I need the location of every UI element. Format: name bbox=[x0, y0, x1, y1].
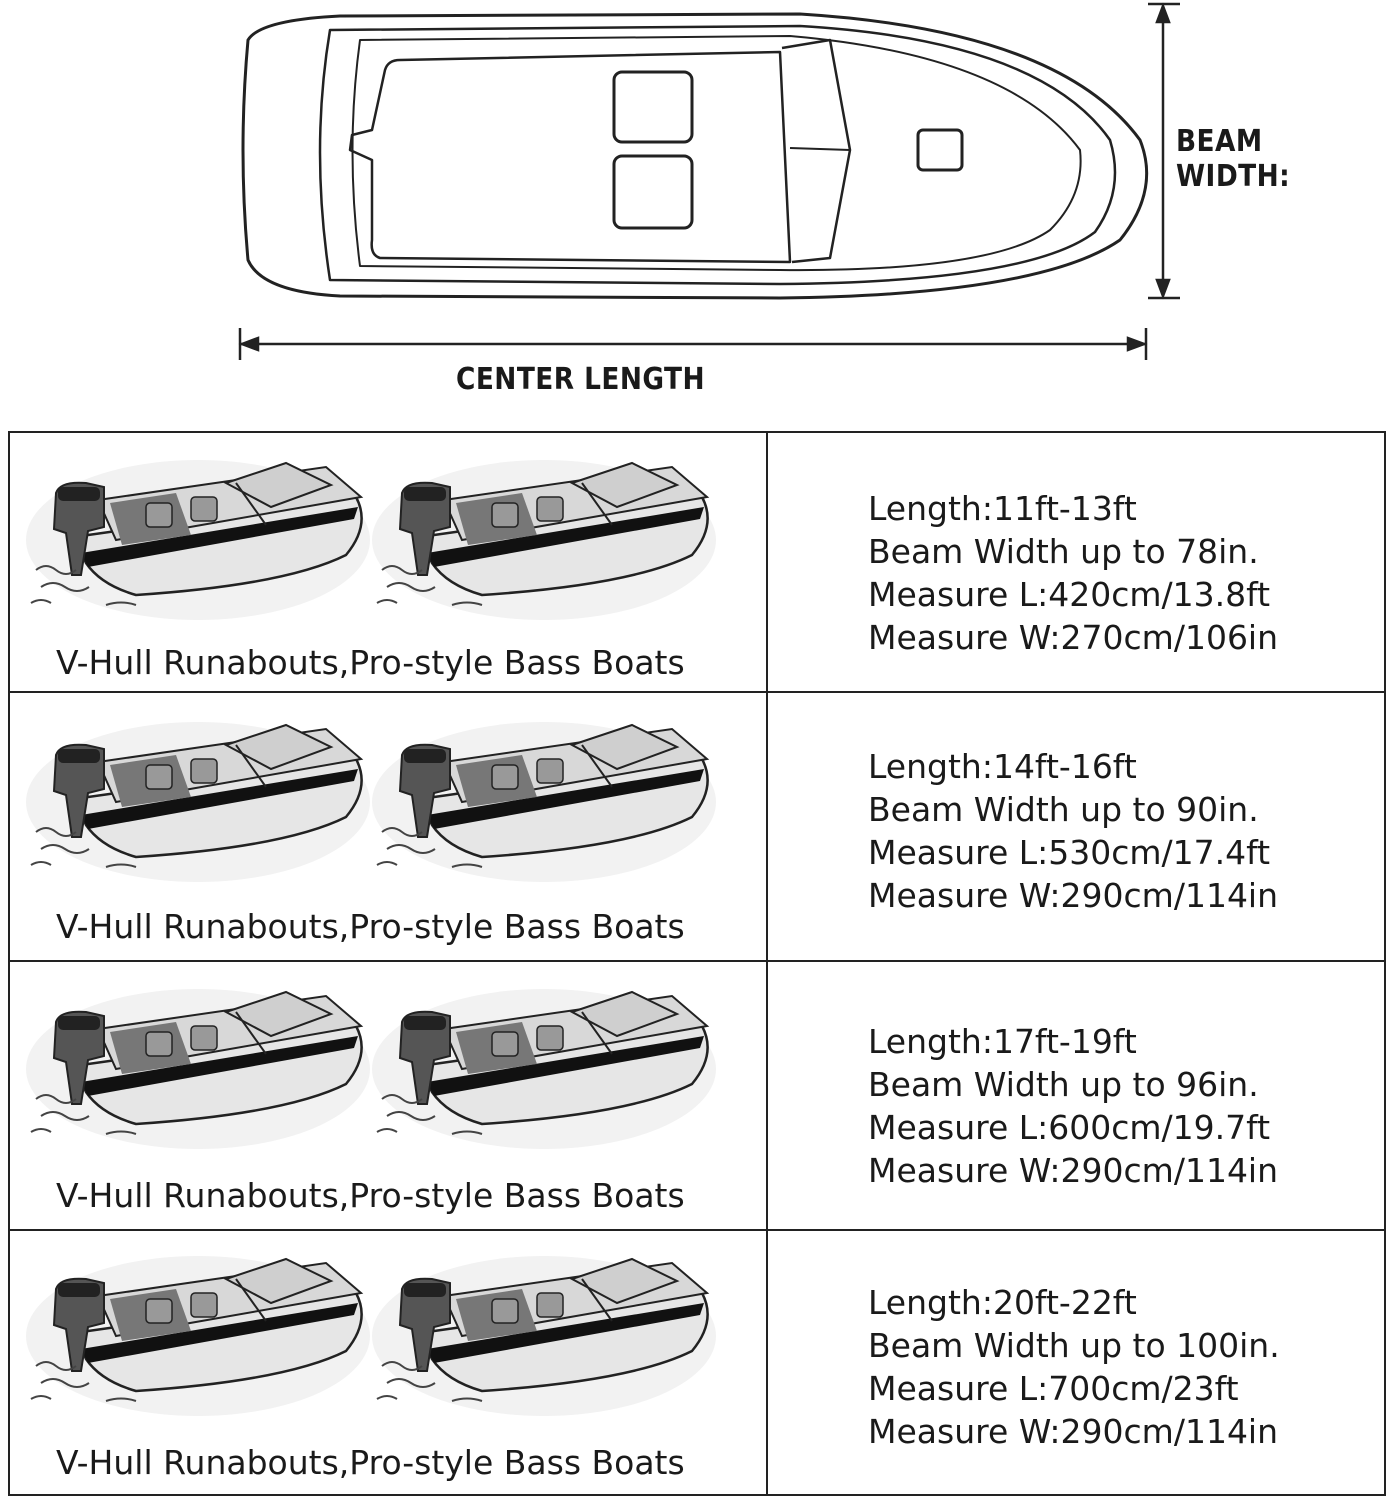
boat-type-caption: V-Hull Runabouts,Pro-style Bass Boats bbox=[56, 907, 685, 946]
spec-cell: Length:20ft-22ft Beam Width up to 100in.… bbox=[768, 1231, 1384, 1494]
boat-illustration bbox=[26, 1254, 371, 1416]
table-row: V-Hull Runabouts,Pro-style Bass Boats Le… bbox=[10, 693, 1384, 962]
spec-cell: Length:17ft-19ft Beam Width up to 96in. … bbox=[768, 962, 1384, 1229]
boat-image-cell: V-Hull Runabouts,Pro-style Bass Boats bbox=[10, 693, 768, 960]
boat-image-cell: V-Hull Runabouts,Pro-style Bass Boats bbox=[10, 433, 768, 691]
boat-top-view-drawing bbox=[238, 2, 1180, 360]
measure-length: Measure L:600cm/19.7ft bbox=[868, 1108, 1271, 1147]
table-row: V-Hull Runabouts,Pro-style Bass Boats Le… bbox=[10, 1231, 1384, 1494]
boat-illustration bbox=[372, 720, 717, 882]
beam-width-label: BEAM WIDTH: bbox=[1176, 124, 1291, 194]
boat-dimension-diagram: BEAM WIDTH: CENTER LENGTH bbox=[0, 0, 1397, 420]
beam-width: Beam Width up to 78in. bbox=[868, 532, 1259, 571]
spec-cell: Length:14ft-16ft Beam Width up to 90in. … bbox=[768, 693, 1384, 960]
beam-width: Beam Width up to 96in. bbox=[868, 1065, 1259, 1104]
boat-illustration bbox=[372, 458, 717, 620]
beam-width: Beam Width up to 100in. bbox=[868, 1326, 1280, 1365]
boat-type-caption: V-Hull Runabouts,Pro-style Bass Boats bbox=[56, 1443, 685, 1482]
size-chart-table: V-Hull Runabouts,Pro-style Bass Boats Le… bbox=[8, 431, 1386, 1496]
boat-image-cell: V-Hull Runabouts,Pro-style Bass Boats bbox=[10, 962, 768, 1229]
measure-width: Measure W:290cm/114in bbox=[868, 876, 1279, 915]
measure-length: Measure L:700cm/23ft bbox=[868, 1369, 1239, 1408]
boat-illustration bbox=[26, 458, 371, 620]
table-row: V-Hull Runabouts,Pro-style Bass Boats Le… bbox=[10, 433, 1384, 693]
boat-type-caption: V-Hull Runabouts,Pro-style Bass Boats bbox=[56, 1176, 685, 1215]
length-range: Length:20ft-22ft bbox=[868, 1283, 1137, 1322]
boat-type-caption: V-Hull Runabouts,Pro-style Bass Boats bbox=[56, 643, 685, 682]
center-length-label: CENTER LENGTH bbox=[456, 362, 706, 397]
beam-width: Beam Width up to 90in. bbox=[868, 790, 1259, 829]
length-range: Length:14ft-16ft bbox=[868, 747, 1137, 786]
boat-illustration bbox=[26, 720, 371, 882]
measure-length: Measure L:530cm/17.4ft bbox=[868, 833, 1271, 872]
boat-illustration bbox=[26, 987, 371, 1149]
measure-width: Measure W:270cm/106in bbox=[868, 618, 1279, 657]
length-range: Length:11ft-13ft bbox=[868, 489, 1137, 528]
spec-cell: Length:11ft-13ft Beam Width up to 78in. … bbox=[768, 433, 1384, 691]
boat-illustration bbox=[372, 987, 717, 1149]
measure-width: Measure W:290cm/114in bbox=[868, 1151, 1279, 1190]
boat-illustration bbox=[372, 1254, 717, 1416]
length-range: Length:17ft-19ft bbox=[868, 1022, 1137, 1061]
measure-length: Measure L:420cm/13.8ft bbox=[868, 575, 1271, 614]
table-row: V-Hull Runabouts,Pro-style Bass Boats Le… bbox=[10, 962, 1384, 1231]
boat-image-cell: V-Hull Runabouts,Pro-style Bass Boats bbox=[10, 1231, 768, 1494]
measure-width: Measure W:290cm/114in bbox=[868, 1412, 1279, 1451]
